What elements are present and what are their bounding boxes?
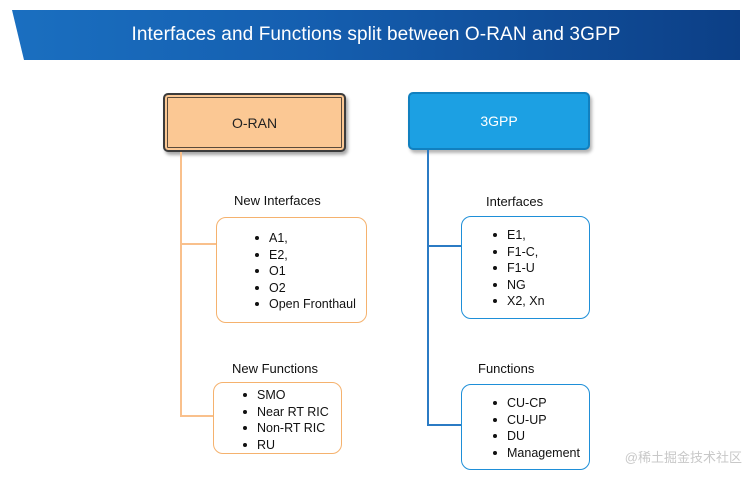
list-item: CU-CP [455,395,589,412]
gpp-header-box: 3GPP [408,92,590,150]
list-item: Open Fronthaul [217,296,366,313]
oran-functions-connector [180,415,214,417]
gpp-interfaces-list: E1, F1-C, F1-U NG X2, Xn [455,227,589,310]
list-item: NG [455,277,589,294]
oran-trunk-line [180,152,182,417]
gpp-label: 3GPP [480,113,518,129]
list-item: X2, Xn [455,293,589,310]
oran-interfaces-list: A1, E2, O1 O2 Open Fronthaul [217,230,366,313]
list-item: E2, [217,247,366,264]
gpp-trunk-line [427,150,429,425]
oran-label: O-RAN [231,114,278,131]
list-item: O1 [217,263,366,280]
oran-interfaces-connector [180,243,217,245]
gpp-interfaces-box: E1, F1-C, F1-U NG X2, Xn [461,216,590,319]
gpp-interfaces-label: Interfaces [486,194,544,209]
watermark-text: @稀土掘金技术社区 [624,450,742,465]
list-item: F1-C, [455,244,589,261]
list-item: Management [455,445,589,462]
list-item: CU-UP [455,412,589,429]
gpp-functions-label: Functions [478,361,535,376]
oran-functions-list: SMO Near RT RIC Non-RT RIC RU [205,387,341,453]
oran-header-box: O-RAN [163,93,346,152]
gpp-functions-list: CU-CP CU-UP DU Management [455,395,589,461]
title-banner: Interfaces and Functions split between O… [12,10,740,60]
list-item: F1-U [455,260,589,277]
oran-interfaces-label: New Interfaces [234,193,321,208]
list-item: Non-RT RIC [205,420,341,437]
list-item: O2 [217,280,366,297]
list-item: SMO [205,387,341,404]
list-item: A1, [217,230,366,247]
list-item: DU [455,428,589,445]
list-item: RU [205,437,341,454]
oran-functions-box: SMO Near RT RIC Non-RT RIC RU [213,382,342,454]
gpp-interfaces-connector [427,245,462,247]
list-item: Near RT RIC [205,404,341,421]
oran-functions-label: New Functions [232,361,318,376]
oran-interfaces-box: A1, E2, O1 O2 Open Fronthaul [216,217,367,323]
page-title: Interfaces and Functions split between O… [131,24,621,45]
gpp-functions-connector [427,424,462,426]
gpp-functions-box: CU-CP CU-UP DU Management [461,384,590,470]
list-item: E1, [455,227,589,244]
